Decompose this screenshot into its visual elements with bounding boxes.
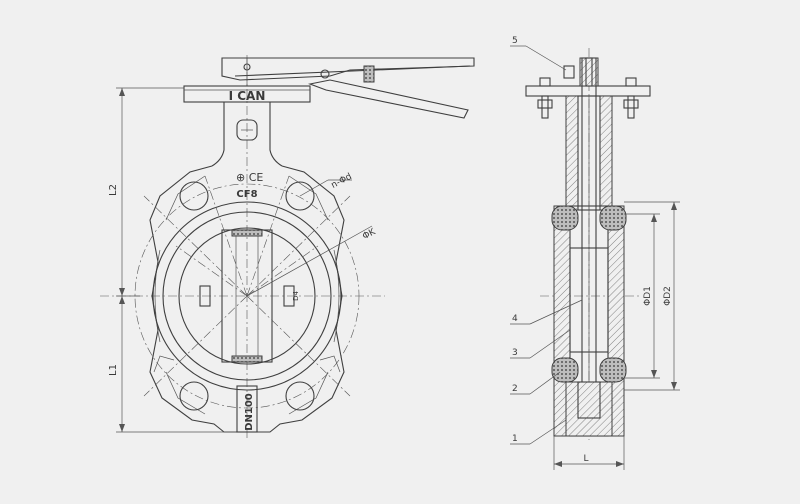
top-flange-plate (183, 85, 311, 103)
size-mark: DN100 (244, 393, 255, 431)
svg-text:ΦD1: ΦD1 (643, 286, 653, 306)
part-5-screw (563, 65, 575, 79)
disc-slot (283, 285, 295, 307)
dimension-d1: ΦD1 (624, 213, 660, 379)
front-view: I CAN ⊕ CE CF8 (100, 55, 475, 440)
lever-lower-bar (308, 79, 469, 119)
body-ring-outer (152, 201, 342, 391)
bolt-hole (285, 381, 315, 411)
seat-lower (551, 357, 579, 383)
flange-bolt (623, 77, 639, 119)
disc-section (569, 247, 609, 353)
leader-bolt-circle (246, 225, 373, 297)
svg-text:3: 3 (512, 348, 518, 358)
callout-1: 1 (510, 419, 567, 445)
bolt-hole (179, 181, 209, 211)
callout-2: 2 (510, 371, 561, 395)
dimension-n-d: n-Φd (330, 172, 354, 191)
bolt-circle (134, 183, 360, 409)
valve-neck (211, 102, 283, 167)
seat-ring (162, 211, 332, 381)
lever-pin (320, 69, 330, 79)
callout-3: 3 (510, 329, 571, 359)
dimension-height: L2 L1 (108, 87, 236, 433)
dimension-k: ΦK (361, 227, 378, 242)
bolt-hole (179, 381, 209, 411)
bolt-hole (285, 181, 315, 211)
svg-text:4: 4 (512, 314, 518, 324)
svg-text:5: 5 (512, 36, 518, 46)
svg-text:L: L (583, 454, 588, 464)
side-section-view: ΦD1 ΦD2 L 5 4 (510, 36, 680, 470)
dimension-l1: L1 (108, 364, 119, 376)
dimension-l2: L2 (108, 184, 119, 196)
neck-window (236, 119, 258, 141)
callout-5: 5 (510, 36, 567, 71)
bottom-plug (565, 381, 613, 437)
lever-upper-bar (221, 57, 475, 81)
body-inner-contour (165, 175, 329, 415)
flange-bolt (537, 77, 553, 119)
material-mark: CF8 (236, 189, 257, 200)
side-top-flange (525, 85, 651, 97)
brand-mark: I CAN (229, 89, 266, 103)
svg-text:ΦD2: ΦD2 (663, 286, 673, 306)
disc-mark: D4 (292, 291, 300, 301)
stem-top (579, 57, 599, 87)
leader-bolt-holes (299, 179, 329, 197)
cert-marks: ⊕ CE (236, 171, 263, 184)
disc-slot (199, 285, 211, 307)
valve-disc: D4 (199, 229, 300, 363)
dimension-l: L (553, 436, 625, 470)
seat-upper (551, 205, 579, 231)
svg-text:2: 2 (512, 384, 518, 394)
callout-4: 4 (510, 299, 583, 325)
bottom-boss (236, 385, 258, 433)
dimension-d2: ΦD2 (624, 201, 680, 391)
lever-grip (363, 65, 375, 83)
lever-handle (221, 57, 475, 119)
svg-text:1: 1 (512, 434, 518, 444)
bore (178, 227, 316, 365)
construction-rays (143, 175, 351, 397)
